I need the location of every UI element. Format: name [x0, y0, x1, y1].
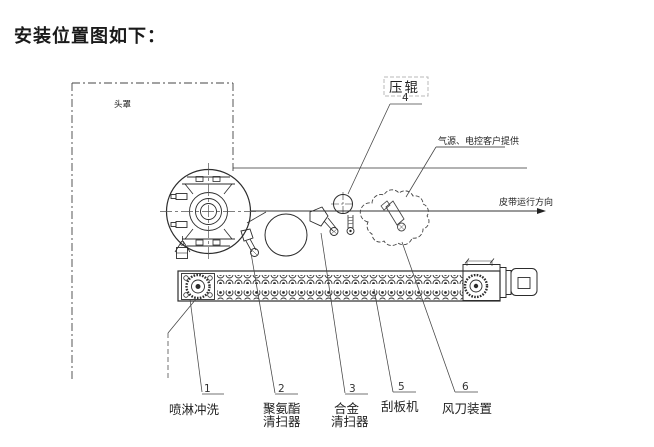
callout-label-polyurethane-line2: 清扫器 [263, 414, 301, 429]
callout-label-scraper: 刮板机 [381, 399, 419, 414]
belt-direction-arrow [537, 208, 546, 214]
callout-number-6: 6 [462, 381, 469, 393]
callout-label-air-knife: 风刀装置 [442, 401, 492, 416]
pressure-roller-label: 压辊 [389, 80, 420, 96]
spray-washer [174, 236, 191, 259]
belt-direction-note: 皮带运行方向 [499, 196, 553, 208]
air-knife-cloud [359, 189, 430, 246]
callout-number-5: 5 [398, 381, 405, 393]
scraper-conveyor [177, 270, 501, 302]
air-supply-note: 气源、电控客户提供 [438, 135, 519, 147]
drive-motor [462, 258, 538, 301]
callout-labels: 喷淋冲洗 聚氨酯 清扫器 合金 清扫器 刮板机 风刀装置 [169, 399, 492, 429]
head-cover-label: 头罩 [114, 99, 132, 110]
callout-number-1: 1 [204, 383, 211, 395]
callout-numbers: 1 2 3 5 6 [204, 381, 469, 395]
callout-number-3: 3 [349, 383, 356, 395]
callout-number-2: 2 [278, 383, 285, 395]
pressure-roller [331, 192, 355, 235]
leader-lines [167, 103, 505, 395]
alloy-cleaner [309, 206, 339, 236]
pulley-centerlines [160, 163, 257, 260]
bend-roller [264, 213, 308, 257]
pressure-roller-label-box [383, 76, 429, 97]
polyurethane-cleaner [240, 228, 259, 257]
pressure-roller-number: 4 [402, 92, 409, 104]
belt-lines [233, 167, 539, 224]
callout-label-polyurethane-line1: 聚氨酯 [263, 401, 301, 416]
callout-label-alloy-line1: 合金 [334, 401, 360, 416]
callout-label-spray-wash: 喷淋冲洗 [169, 402, 220, 417]
page-title: 安装位置图如下： [14, 26, 166, 47]
callout-label-alloy-line2: 清扫器 [331, 414, 369, 429]
head-cover-outline [71, 82, 234, 382]
